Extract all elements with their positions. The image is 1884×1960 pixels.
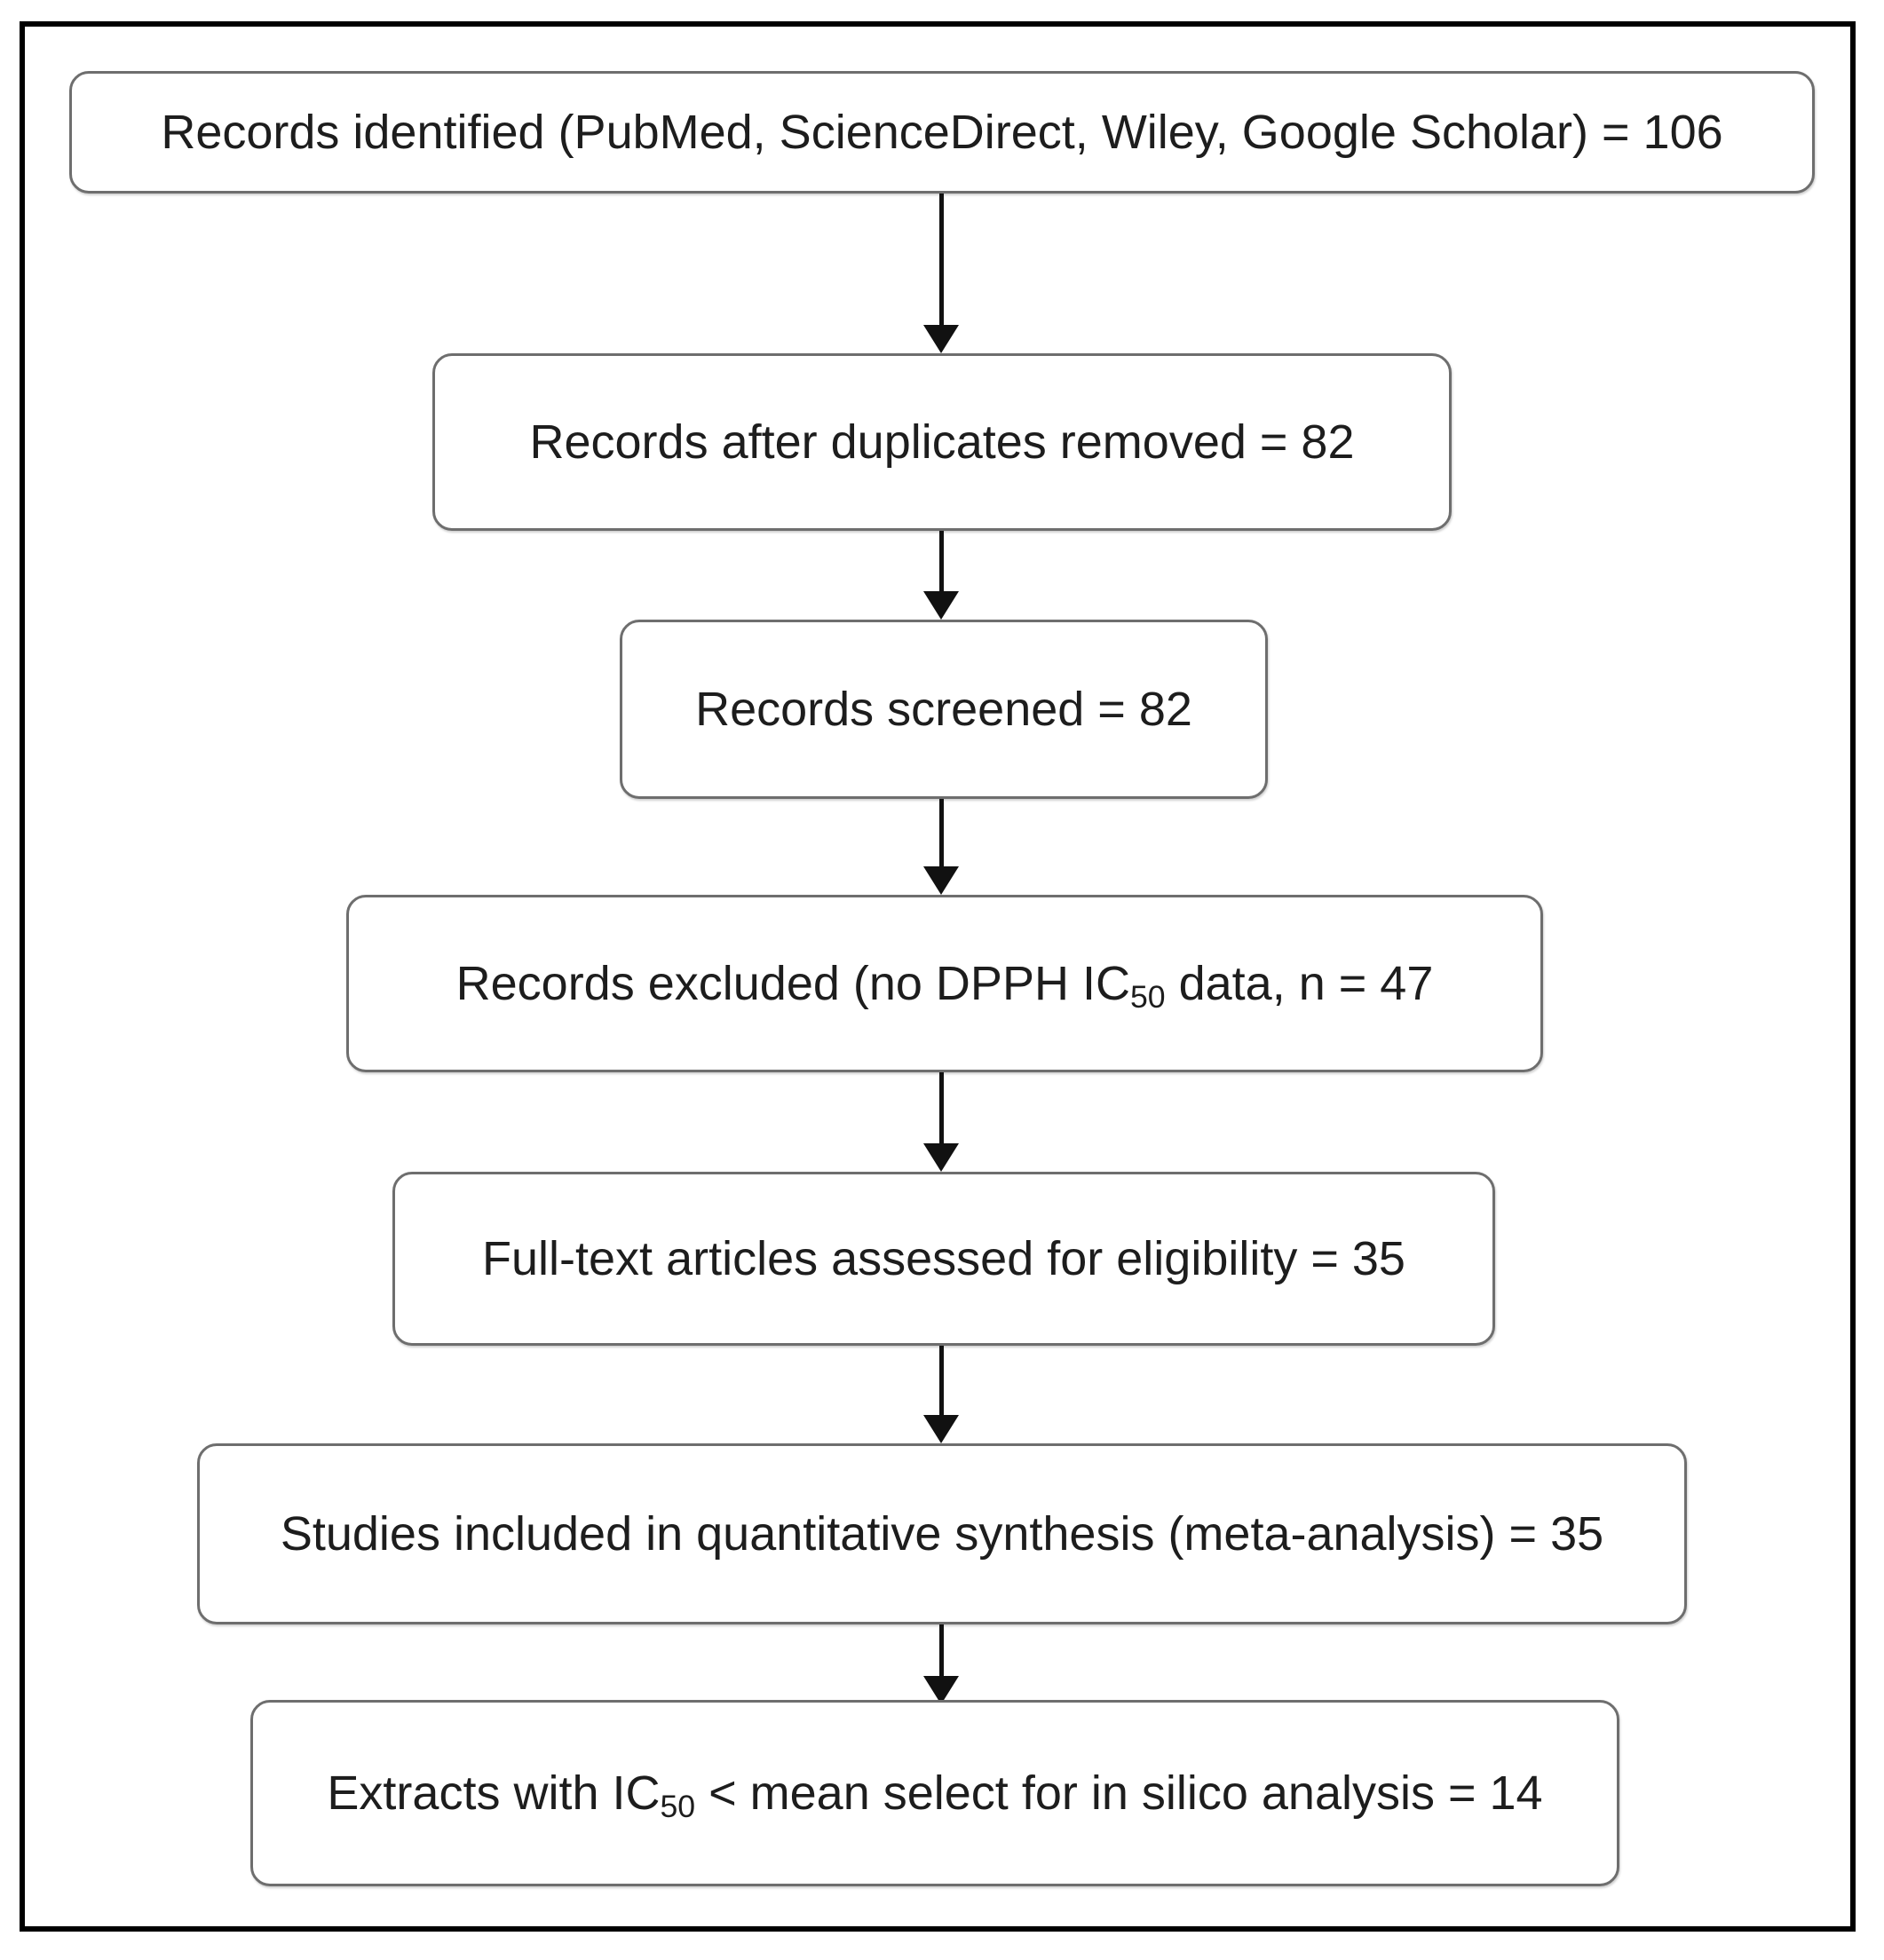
flow-node-duplicates-removed[interactable]: Records after duplicates removed = 82 <box>432 353 1452 531</box>
flow-node-label-subscript: 50 <box>1129 979 1166 1016</box>
flow-node-label: Records identified (PubMed, ScienceDirec… <box>161 105 1723 159</box>
flow-node-extracts-in-silico[interactable]: Extracts with IC50 < mean select for in … <box>250 1700 1619 1886</box>
flow-node-records-excluded[interactable]: Records excluded (no DPPH IC50 data, n =… <box>346 895 1543 1072</box>
flow-node-records-identified[interactable]: Records identified (PubMed, ScienceDirec… <box>69 71 1815 194</box>
flow-node-label: Records after duplicates removed = 82 <box>529 415 1355 469</box>
flow-arrow-2 <box>923 531 959 620</box>
flow-arrow-3 <box>923 799 959 895</box>
flow-node-label-suffix: data, n = 47 <box>1165 956 1434 1010</box>
flow-arrow-4 <box>923 1072 959 1172</box>
flow-arrow-6 <box>923 1624 959 1704</box>
flow-node-label: Extracts with IC50 < mean select for in … <box>311 1766 1558 1825</box>
flow-node-label-prefix: Records excluded (no DPPH IC <box>455 956 1130 1010</box>
flow-arrow-5 <box>923 1346 959 1443</box>
flow-node-label: Records excluded (no DPPH IC50 data, n =… <box>440 956 1450 1015</box>
flow-node-records-screened[interactable]: Records screened = 82 <box>620 620 1268 799</box>
flow-node-label: Studies included in quantitative synthes… <box>280 1506 1604 1561</box>
flow-node-label-subscript: 50 <box>660 1789 696 1825</box>
flow-arrow-1 <box>923 194 959 353</box>
flow-node-label-suffix: < mean select for in silico analysis = 1… <box>695 1766 1543 1820</box>
flow-node-label-prefix: Extracts with IC <box>327 1766 661 1820</box>
flow-node-label: Records screened = 82 <box>695 682 1192 736</box>
flow-node-full-text-assessed[interactable]: Full-text articles assessed for eligibil… <box>392 1172 1495 1346</box>
flow-node-label: Full-text articles assessed for eligibil… <box>482 1231 1405 1285</box>
flow-node-studies-included[interactable]: Studies included in quantitative synthes… <box>197 1443 1687 1624</box>
